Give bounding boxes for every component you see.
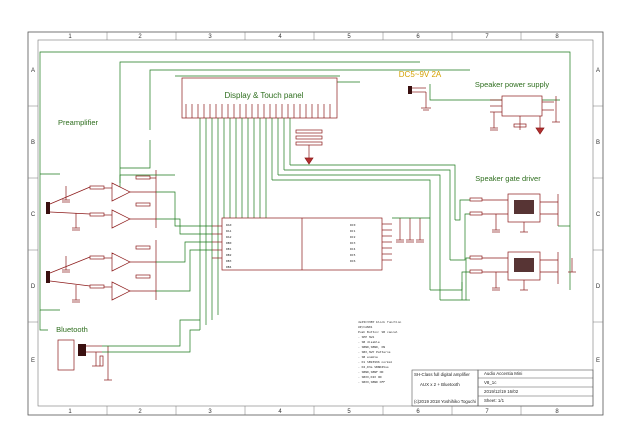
note-line-4: - SEP SW1 [358,335,374,339]
preamp-channel-1 [46,170,157,231]
svg-text:RB2: RB2 [226,253,232,257]
svg-text:RC5: RC5 [350,253,356,257]
bluetooth-wires [39,310,200,353]
svg-text:RC4: RC4 [350,247,356,251]
display-pin-stubs [185,104,331,118]
gate-driver-channel-1 [469,193,559,233]
row-letter-c-left: C [31,212,36,218]
col-num-8-top: 8 [555,34,559,40]
row-letter-b-right: B [596,140,600,146]
title-block-company: Audio Accentia Mini [484,371,522,376]
frame-column-ticks [28,32,603,415]
col-num-7-top: 7 [485,34,489,40]
title-block-version: V8_1c [484,380,497,385]
title-block-date: 2019/12/19 16/02 [484,389,519,394]
bluetooth-module [57,339,112,381]
preamplifier-label: Preamplifier [58,118,99,127]
display-to-mcu-bus [199,118,456,330]
svg-text:RA2: RA2 [226,235,232,239]
note-line-9: - D1 SB93996 normal [358,360,393,364]
svg-text:RC6: RC6 [350,259,356,263]
row-letter-c-right: C [596,212,601,218]
title-block-subtitle: AUX x 2 + Bluetooth [420,382,460,387]
mcu-pins [212,223,392,261]
svg-text:RB0: RB0 [226,241,232,245]
note-line-10: - D2,D3a SBND45ss [358,365,389,369]
note-line-11: - SBND,SBNF ON [358,370,383,374]
col-num-2-bottom: 2 [138,409,142,415]
frame-outer [27,31,604,416]
speaker-power-supply-label: Speaker power supply [475,80,549,89]
note-line-6: - SBND,SBND, ON [358,345,385,349]
svg-text:RC2: RC2 [350,235,356,239]
display-resistor-network [295,129,323,165]
row-letter-a-right: A [596,68,600,74]
note-line-1: dsPIC33EP block function [358,320,402,324]
row-letter-d-left: D [31,284,36,290]
svg-text:RA0: RA0 [226,223,232,227]
display-touch-panel-label: Display & Touch panel [224,91,303,100]
gate-driver-wires [430,199,570,301]
mcu-decoupling-caps [392,217,430,243]
design-notes: dsPIC33EP block function UP/CAN01 Push B… [358,320,402,384]
row-letter-b-left: B [31,140,35,146]
note-line-13: - SBXX,SBND OFF [358,380,385,384]
col-num-6-bottom: 6 [416,409,420,415]
preamp-channel-2 [46,240,157,303]
frame-column-numbers: 1 2 3 4 5 6 7 8 1 2 3 4 5 6 7 8 [68,34,559,415]
svg-text:RC0: RC0 [350,223,356,227]
col-num-7-bottom: 7 [485,409,489,415]
dc-power-input [408,86,431,111]
note-line-8: - SB enable [358,355,378,359]
speaker-gate-driver-label: Speaker gate driver [475,174,541,183]
note-line-5: - SB disable [358,340,380,344]
col-num-6-top: 6 [416,34,420,40]
row-letter-d-right: D [596,284,601,290]
speaker-power-supply-block [490,95,560,135]
note-line-3: Push Button: SB cancel [358,330,398,334]
note-line-12: - SBXX,D2X ON [358,375,382,379]
col-num-3-top: 3 [208,34,212,40]
col-num-4-bottom: 4 [278,409,282,415]
title-block: SH-Class full digital amplifier AUX x 2 … [411,369,594,407]
svg-text:RC1: RC1 [350,229,356,233]
gate-driver-channel-2 [469,251,576,291]
col-num-2-top: 2 [138,34,142,40]
col-num-8-bottom: 8 [555,409,559,415]
svg-text:RB3: RB3 [226,259,232,263]
col-num-4-top: 4 [278,34,282,40]
title-block-sheet: Sheet: 1/1 [484,398,505,403]
preamp-to-mcu-wires [39,140,212,311]
display-touch-panel-block [181,77,338,165]
title-block-copyright: (c)2019 2018 Yoshihiko Toguchi [414,399,476,404]
title-block-project: SH-Class full digital amplifier [414,372,470,377]
frame-row-letters: A B C D E A B C D E [31,68,601,364]
note-line-2: UP/CAN01 [358,325,373,329]
svg-text:RA1: RA1 [226,229,232,233]
row-letter-e-left: E [31,358,35,364]
col-num-3-bottom: 3 [208,409,212,415]
bluetooth-label: Bluetooth [56,325,88,334]
col-num-1-bottom: 1 [68,409,72,415]
col-num-5-top: 5 [347,34,351,40]
svg-text:RB1: RB1 [226,247,232,251]
frame-inner [37,39,594,407]
dc-power-input-label: DC5~9V 2A [399,70,442,79]
svg-text:RC3: RC3 [350,241,356,245]
row-letter-a-left: A [31,68,35,74]
svg-text:RB4: RB4 [226,265,232,269]
col-num-5-bottom: 5 [347,409,351,415]
col-num-1-top: 1 [68,34,72,40]
note-line-7: - SBX,SWY Patterns [358,350,391,354]
row-letter-e-right: E [596,358,600,364]
